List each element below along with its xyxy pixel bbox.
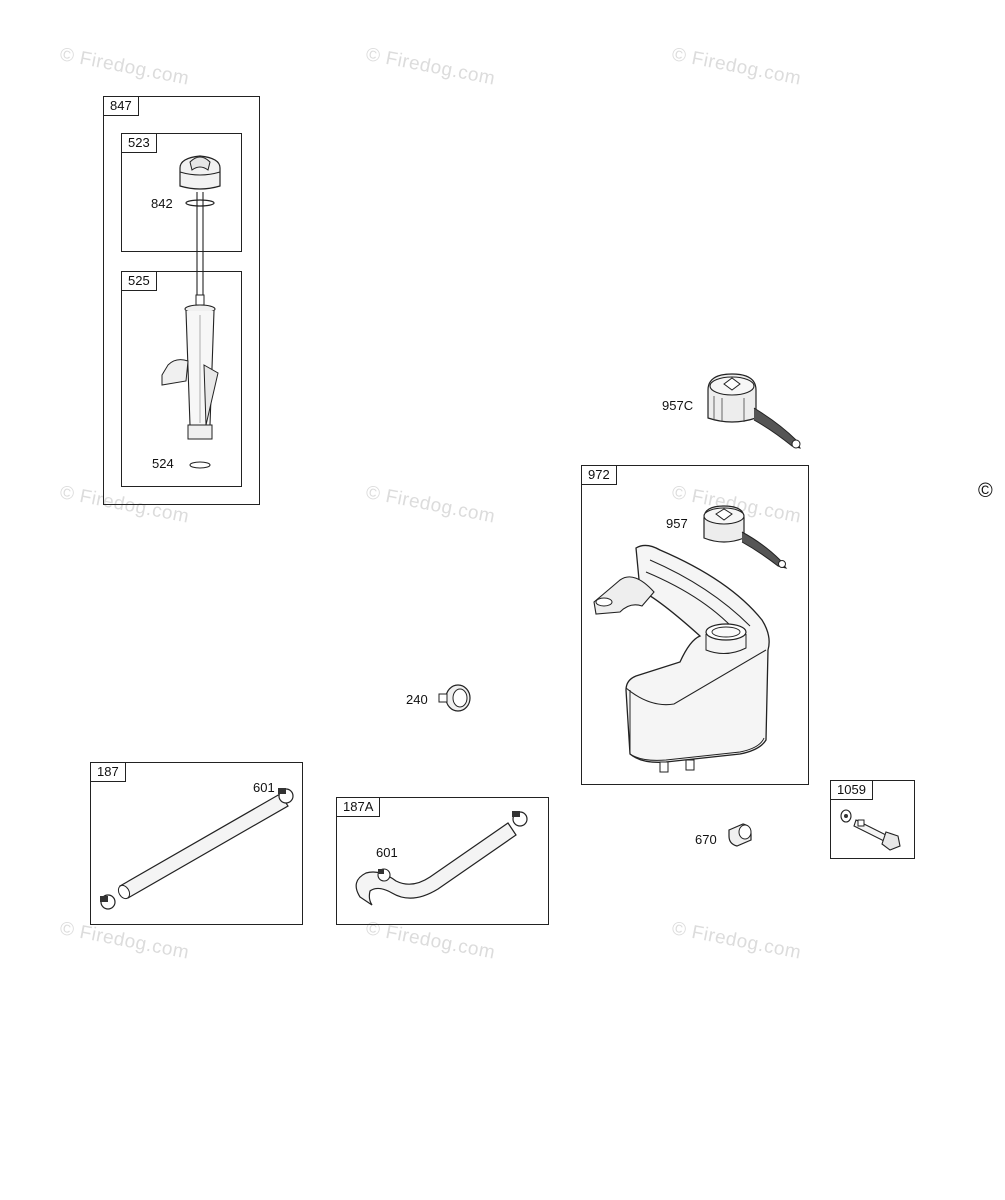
fuel-line-bent-icon <box>340 811 540 920</box>
watermark: © Firedog.com <box>669 918 803 964</box>
box-label-187: 187 <box>90 762 126 782</box>
part-label-670: 670 <box>695 832 717 847</box>
part-label-957: 957 <box>666 516 688 531</box>
dipstick-tube-icon <box>158 295 228 475</box>
box-847: 847 <box>103 96 260 505</box>
watermark: © Firedog.com <box>57 44 191 90</box>
part-label-957C: 957C <box>662 398 694 413</box>
box-label-1059: 1059 <box>830 780 873 800</box>
watermark: © Firedog.com <box>363 44 497 90</box>
box-972: 972 <box>581 465 809 785</box>
dipstick-cap-icon <box>170 150 230 300</box>
bolt-icon <box>838 806 908 852</box>
box-525: 525 <box>121 271 242 487</box>
fuel-tank-icon <box>590 540 785 778</box>
fuel-line-straight-icon <box>100 788 301 915</box>
part-label-601-bent: 601 <box>376 845 398 860</box>
watermark: © Firedog.com <box>669 44 803 90</box>
part-label-240: 240 <box>406 692 428 707</box>
fuel-cap-icon <box>700 370 810 455</box>
grommet-icon <box>436 682 476 714</box>
box-1059: 1059 <box>830 780 915 859</box>
part-label-601: 601 <box>253 780 275 795</box>
part-label-524: 524 <box>152 456 174 471</box>
box-label-972: 972 <box>581 465 617 485</box>
fuel-cap-small-icon <box>696 502 796 577</box>
part-label-842: 842 <box>151 196 173 211</box>
box-187: 187 <box>90 762 303 925</box>
copyright-symbol: © <box>978 480 993 502</box>
box-label-187A: 187A <box>336 797 381 817</box>
watermark: © Firedog.com <box>363 482 497 528</box>
box-label-525: 525 <box>121 271 157 291</box>
box-523: 523 <box>121 133 242 252</box>
box-187A: 187A <box>336 797 549 925</box>
box-label-847: 847 <box>103 96 139 116</box>
box-label-523: 523 <box>121 133 157 153</box>
bushing-icon <box>725 820 755 850</box>
